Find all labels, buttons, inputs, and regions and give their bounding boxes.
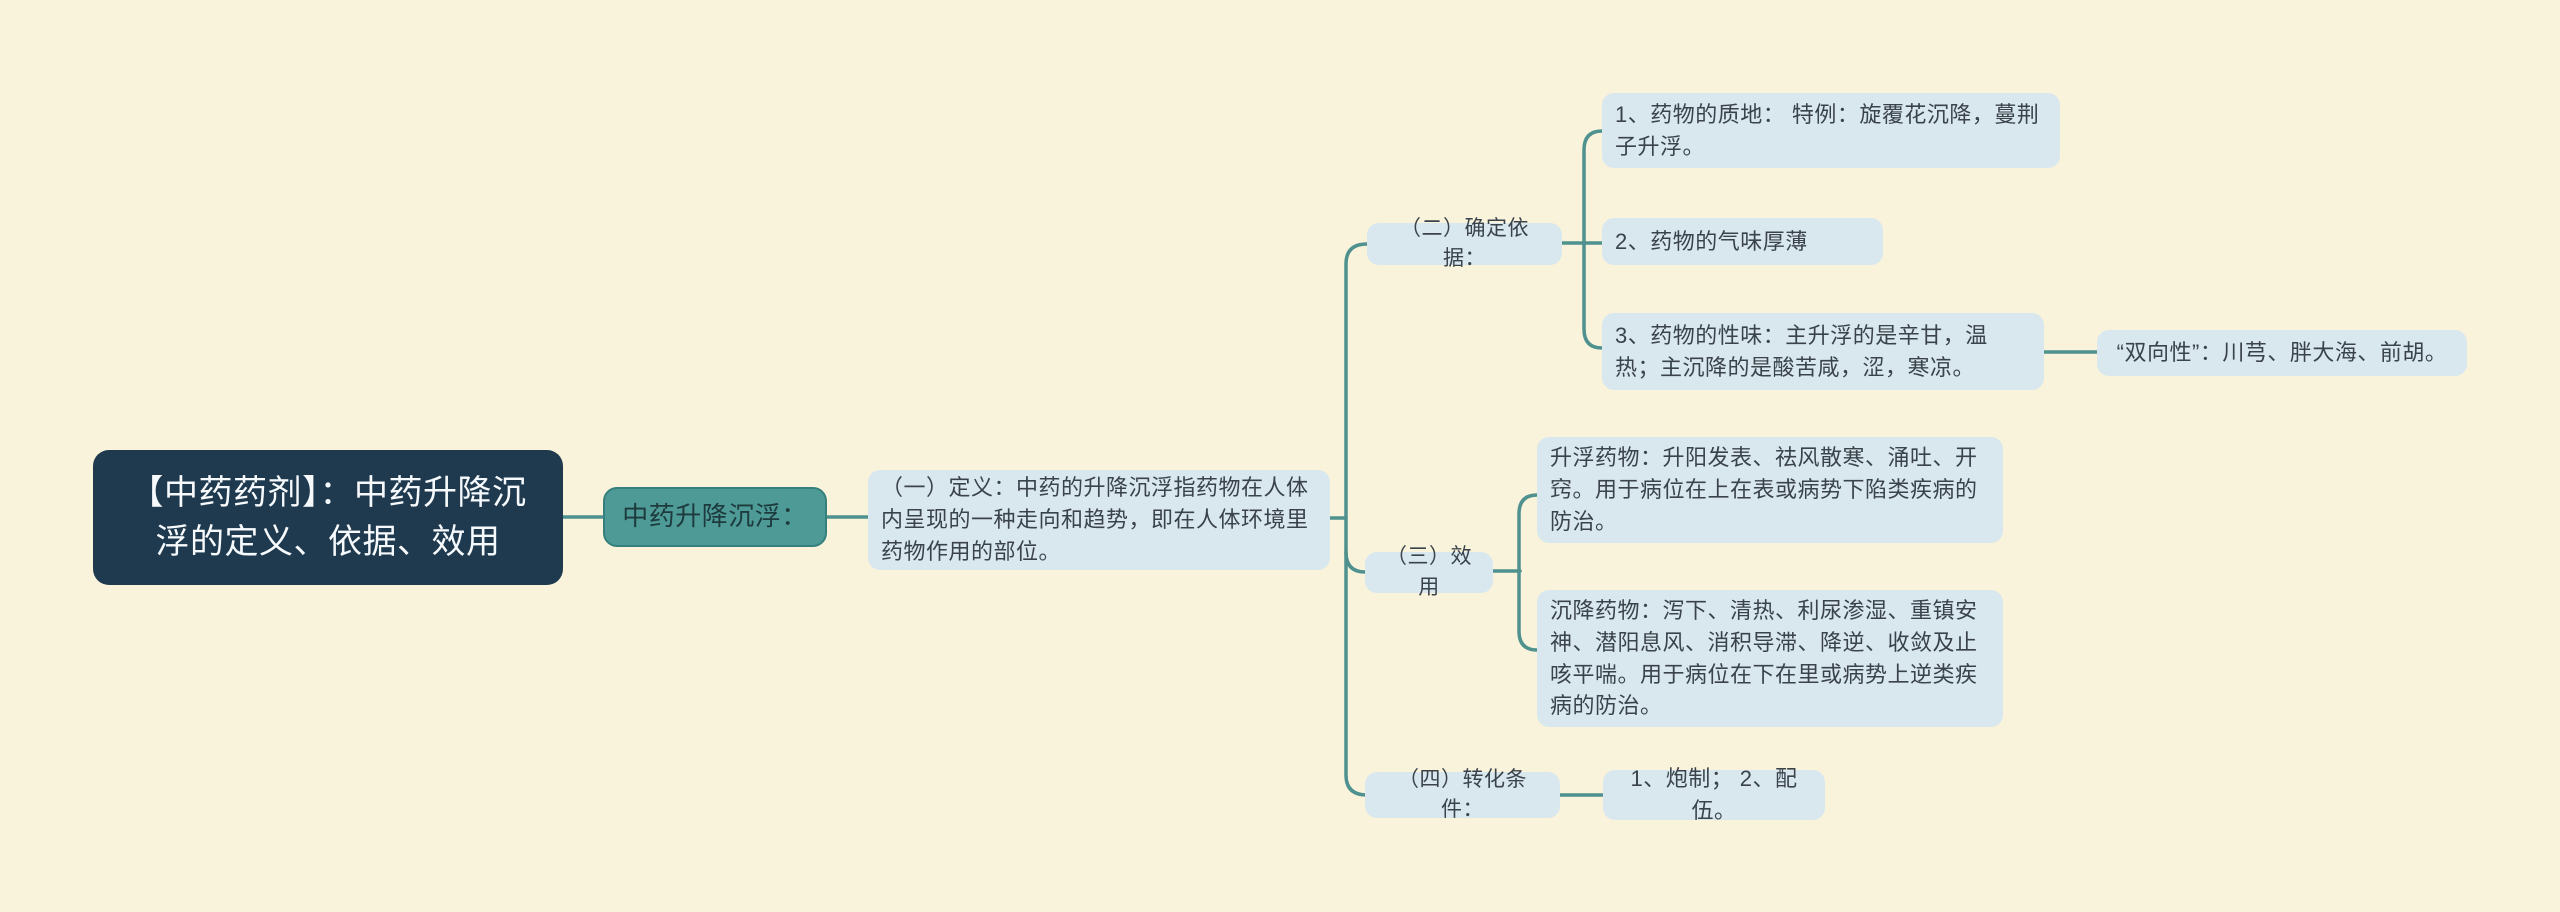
branch-effect-node[interactable]: （三）效用	[1365, 545, 1493, 599]
effect-ascending-label: 升浮药物：升阳发表、祛风散寒、涌吐、开窍。用于病位在上在表或病势下陷类疾病的防治…	[1550, 445, 1978, 534]
topic-node[interactable]: 中药升降沉浮：	[603, 487, 827, 547]
definition-node[interactable]: （一）定义：中药的升降沉浮指药物在人体内呈现的一种走向和趋势，即在人体环境里药物…	[868, 470, 1330, 570]
effect-descending-label: 沉降药物：泻下、清热、利尿渗湿、重镇安神、潜阳息风、消积导滞、降逆、收敛及止咳平…	[1550, 597, 1978, 719]
connector-effect-bracket	[1517, 493, 1539, 652]
connector-trunk-effect	[1344, 550, 1367, 574]
branch-basis-label: （二）确定依据：	[1400, 216, 1529, 270]
basis-child-qi-flavor-node[interactable]: 2、药物的气味厚薄	[1602, 218, 1883, 265]
branch-transform-node[interactable]: （四）转化条件：	[1365, 768, 1560, 821]
transform-conditions-label: 1、炮制； 2、配伍。	[1630, 766, 1798, 823]
bidirectional-note-label: “双向性”：川芎、胖大海、前胡。	[2116, 340, 2448, 366]
topic-node-label: 中药升降沉浮：	[622, 501, 808, 532]
basis-child-nature-label: 3、药物的性味：主升浮的是辛甘，温热；主沉降的是酸苦咸，涩，寒凉。	[1615, 322, 1988, 380]
root-node[interactable]: 【中药药剂】：中药升降沉浮的定义、依据、效用	[93, 450, 563, 585]
bidirectional-note-node[interactable]: “双向性”：川芎、胖大海、前胡。	[2097, 330, 2467, 376]
basis-child-texture-label: 1、药物的质地： 特例：旋覆花沉降，蔓荆子升浮。	[1615, 101, 2040, 159]
branch-basis-node[interactable]: （二）确定依据：	[1367, 217, 1562, 270]
branch-transform-label: （四）转化条件：	[1398, 767, 1527, 821]
root-node-label: 【中药药剂】：中药升降沉浮的定义、依据、效用	[129, 474, 527, 561]
branch-effect-label: （三）效用	[1386, 545, 1472, 599]
connector-basis-bracket	[1582, 129, 1604, 350]
connector-main-trunk	[1344, 242, 1369, 797]
basis-child-qi-flavor-label: 2、药物的气味厚薄	[1615, 228, 1808, 254]
definition-node-label: （一）定义：中药的升降沉浮指药物在人体内呈现的一种走向和趋势，即在人体环境里药物…	[881, 475, 1309, 564]
transform-conditions-node[interactable]: 1、炮制； 2、配伍。	[1603, 766, 1825, 823]
basis-child-nature-node[interactable]: 3、药物的性味：主升浮的是辛甘，温热；主沉降的是酸苦咸，涩，寒凉。	[1602, 313, 2044, 390]
effect-descending-node[interactable]: 沉降药物：泻下、清热、利尿渗湿、重镇安神、潜阳息风、消积导滞、降逆、收敛及止咳平…	[1537, 590, 2003, 727]
basis-child-texture-node[interactable]: 1、药物的质地： 特例：旋覆花沉降，蔓荆子升浮。	[1602, 93, 2060, 168]
effect-ascending-node[interactable]: 升浮药物：升阳发表、祛风散寒、涌吐、开窍。用于病位在上在表或病势下陷类疾病的防治…	[1537, 437, 2003, 543]
